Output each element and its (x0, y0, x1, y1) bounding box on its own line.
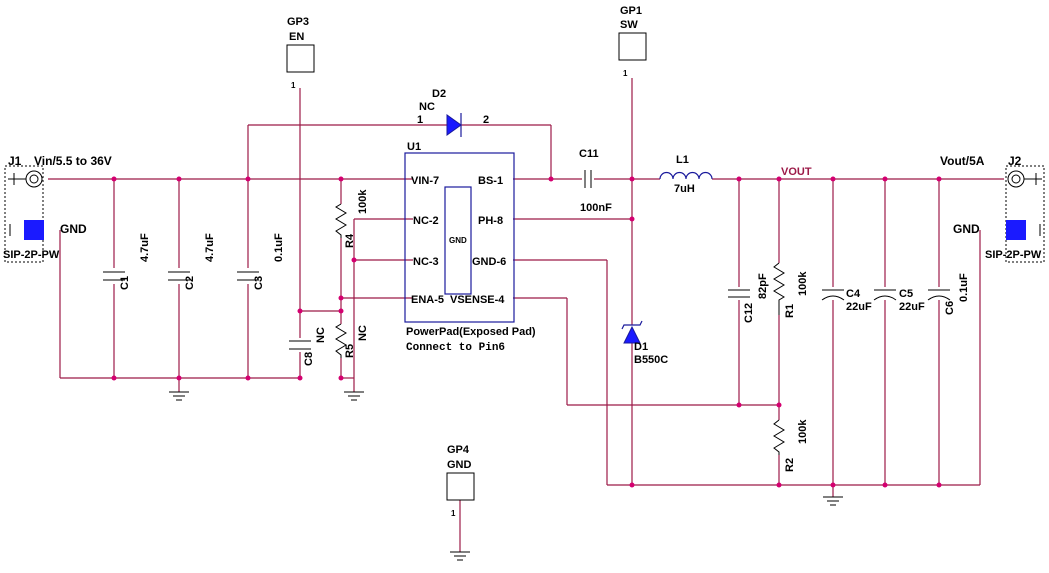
junction-dots (111, 176, 942, 488)
capacitor-c8: C8 NC (289, 327, 327, 366)
c4-ref: C4 (846, 288, 861, 300)
c8-ref: C8 (303, 352, 315, 366)
gp3-pin: 1 (291, 81, 296, 90)
c4-value: 22uF (846, 301, 872, 313)
resistor-r2: R2 100k (773, 419, 809, 472)
gp4-net: GND (447, 459, 472, 471)
l1-value: 7uH (674, 183, 695, 195)
d2-pin2: 2 (483, 114, 489, 126)
u1-pin-vin: VIN-7 (411, 175, 439, 187)
r1-ref: R1 (784, 304, 796, 318)
resistor-r4: R4 100k (335, 189, 369, 248)
j2-gnd-label: GND (953, 222, 980, 236)
c1-ref: C1 (119, 276, 131, 290)
gp3-ref: GP3 (287, 16, 309, 28)
capacitor-c1: C1 4.7uF (103, 233, 151, 290)
r2-ref: R2 (784, 458, 796, 472)
net-label-vout: VOUT (781, 166, 812, 178)
u1-note-powerpad: PowerPad(Exposed Pad) (406, 326, 536, 338)
u1-pin-nc3: NC-3 (413, 256, 439, 268)
ground-symbol (823, 496, 843, 506)
u1-ref: U1 (407, 141, 421, 153)
j1-gnd-label: GND (60, 222, 87, 236)
c6-ref: C6 (944, 301, 956, 315)
d1-ref: D1 (634, 341, 648, 353)
c1-value: 4.7uF (139, 233, 151, 262)
capacitor-c12: C12 82pF (728, 273, 769, 323)
r4-ref: R4 (344, 233, 356, 248)
c2-value: 4.7uF (204, 233, 216, 262)
c12-value: 82pF (757, 273, 769, 299)
u1-pin-nc2: NC-2 (413, 215, 439, 227)
gp4-pin: 1 (451, 509, 456, 518)
wires (48, 78, 1004, 552)
c5-ref: C5 (899, 288, 913, 300)
u1-pad-label: GND (449, 236, 467, 245)
c5-value: 22uF (899, 301, 925, 313)
j1-footprint: SIP-2P-PW (3, 249, 60, 261)
l1-ref: L1 (676, 154, 689, 166)
gp1-ref: GP1 (620, 5, 642, 17)
capacitor-c2: C2 4.7uF (168, 233, 216, 290)
u1-note-connect: Connect to Pin6 (406, 342, 505, 354)
r5-ref: R5 (344, 344, 356, 358)
r4-value: 100k (357, 189, 369, 214)
u1-pin-ph: PH-8 (478, 215, 503, 227)
capacitor-c5: C5 22uF (873, 288, 925, 313)
capacitor-c11: C11 100nF (579, 148, 612, 214)
d2-pin1: 1 (417, 114, 423, 126)
c2-ref: C2 (184, 276, 196, 290)
gp1-net: SW (620, 19, 638, 31)
gp4-ref: GP4 (447, 444, 470, 456)
c3-value: 0.1uF (273, 233, 285, 262)
c8-value: NC (315, 327, 327, 343)
c12-ref: C12 (743, 303, 755, 323)
connector-j1: J1 Vin/5.5 to 36V GND SIP-2P-PW (3, 154, 112, 263)
d2-ref: D2 (432, 88, 446, 100)
capacitor-c6: C6 0.1uF (927, 273, 970, 315)
j1-value: Vin/5.5 to 36V (34, 154, 112, 168)
c3-ref: C3 (253, 276, 265, 290)
ic-u1: U1 VIN-7 NC-2 NC-3 ENA-5 BS-1 PH-8 GND-6… (404, 141, 536, 354)
j1-ref: J1 (8, 154, 22, 168)
ground-symbol (450, 551, 470, 561)
test-point-gp1: GP1 SW 1 (618, 5, 647, 78)
inductor-l1: L1 7uH (659, 154, 713, 195)
u1-pin-gnd6: GND-6 (472, 256, 506, 268)
ground-symbol (169, 391, 189, 401)
j2-value: Vout/5A (940, 154, 985, 168)
connector-j2: J2 Vout/5A GND SIP-2P-PW (940, 154, 1045, 263)
r1-value: 100k (797, 271, 809, 296)
resistor-r1: R1 100k (773, 262, 809, 318)
r5-value: NC (357, 325, 369, 341)
diode-d1: D1 B550C (621, 320, 668, 366)
gp1-pin: 1 (623, 69, 628, 78)
diode-d2: D2 NC 1 2 (417, 88, 489, 137)
resistor-r5: R5 NC (335, 323, 369, 358)
gp3-net: EN (289, 31, 304, 43)
test-point-gp3: GP3 EN 1 (286, 16, 315, 90)
u1-pin-ena: ENA-5 (411, 294, 444, 306)
test-point-gp4: GP4 GND 1 (446, 444, 475, 518)
u1-pin-vsense: VSENSE-4 (450, 294, 505, 306)
j2-ref: J2 (1008, 154, 1022, 168)
d2-value: NC (419, 101, 435, 113)
r2-value: 100k (797, 419, 809, 444)
c11-ref: C11 (579, 148, 599, 160)
c6-value: 0.1uF (958, 273, 970, 302)
u1-pin-bs: BS-1 (478, 175, 503, 187)
c11-value: 100nF (580, 202, 612, 214)
ground-symbol (344, 391, 364, 401)
capacitor-c3: C3 0.1uF (237, 233, 285, 290)
j2-footprint: SIP-2P-PW (985, 249, 1042, 261)
capacitor-c4: C4 22uF (821, 288, 872, 313)
d1-value: B550C (634, 354, 668, 366)
